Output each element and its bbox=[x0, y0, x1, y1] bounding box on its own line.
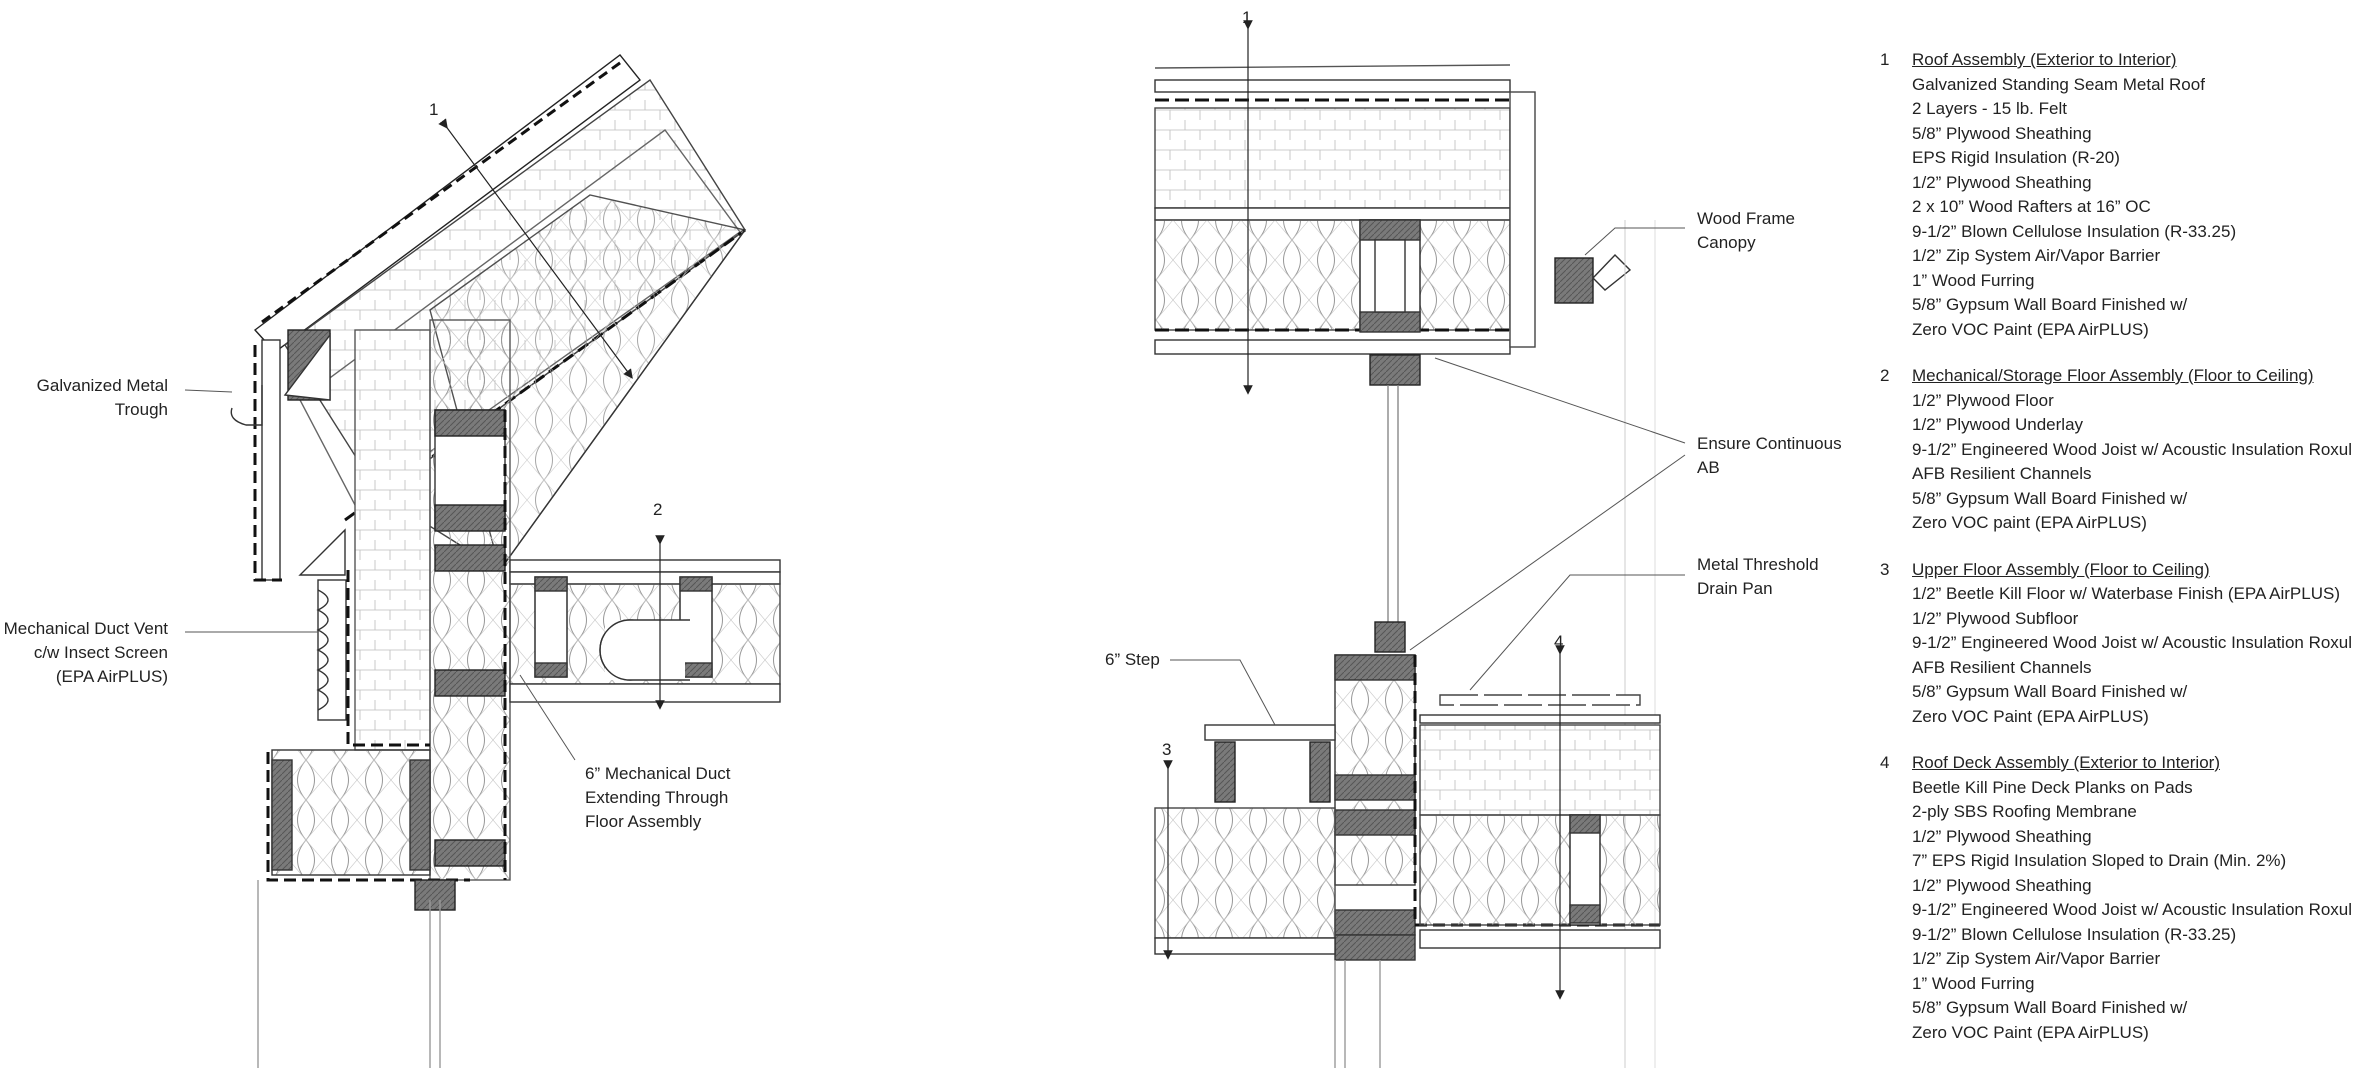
wall-insulation bbox=[429, 319, 511, 881]
label-galvanized-metal-trough: Galvanized Metal Trough bbox=[0, 374, 168, 422]
legend-item: 9-1/2” Engineered Wood Joist w/ Acoustic… bbox=[1912, 633, 2353, 652]
legend-item: EPS Rigid Insulation (R-20) bbox=[1912, 148, 2120, 167]
legend-item: 1/2” Zip System Air/Vapor Barrier bbox=[1912, 246, 2161, 265]
label-line: Wood Frame bbox=[1697, 209, 1795, 228]
gutter-trough bbox=[230, 385, 263, 426]
label-wood-frame-canopy: Wood Frame Canopy bbox=[1697, 207, 1795, 255]
legend-item: 5/8” Gypsum Wall Board Finished w/ bbox=[1912, 998, 2188, 1017]
legend-item: 1” Wood Furring bbox=[1912, 270, 2035, 290]
legend-title: Mechanical/Storage Floor Assembly (Floor… bbox=[1912, 366, 2314, 385]
upper-roof-assembly bbox=[1154, 64, 1536, 386]
legend-group-4: 4 Roof Deck Assembly (Exterior to Interi… bbox=[1880, 751, 2353, 1045]
label-line: Floor Assembly bbox=[585, 812, 702, 831]
legend-item: 9-1/2” Blown Cellulose Insulation (R-33.… bbox=[1912, 221, 2237, 241]
label-line: Drain Pan bbox=[1697, 579, 1773, 598]
label-line: (EPA AirPLUS) bbox=[55, 667, 168, 686]
roof-deck-assembly bbox=[1419, 694, 1661, 949]
legend-item: Zero VOC Paint (EPA AirPLUS) bbox=[1912, 319, 2149, 339]
upper-floor-assembly bbox=[1154, 724, 1336, 955]
label-6in-step: 6” Step bbox=[1105, 650, 1160, 669]
label-line: Trough bbox=[114, 400, 168, 419]
left-detail bbox=[184, 54, 781, 1068]
label-line: Galvanized Metal bbox=[36, 376, 168, 395]
legend-number: 1 bbox=[1880, 50, 1890, 69]
legend-item: 1” Wood Furring bbox=[1912, 973, 2035, 993]
legend-item: 5/8” Gypsum Wall Board Finished w/ bbox=[1912, 682, 2188, 701]
legend-item: 7” EPS Rigid Insulation Sloped to Drain … bbox=[1912, 851, 2287, 870]
legend-item: 5/8” Gypsum Wall Board Finished w/ bbox=[1912, 488, 2188, 508]
label-line: Ensure Continuous bbox=[1697, 434, 1842, 453]
legend-number: 4 bbox=[1880, 753, 1890, 772]
label-line: Extending Through bbox=[585, 788, 729, 807]
label-line: AB bbox=[1697, 458, 1720, 477]
label-line: Metal Threshold bbox=[1697, 555, 1819, 574]
legend-item: Galvanized Standing Seam Metal Roof bbox=[1912, 74, 2205, 94]
legend-group-1: 1 Roof Assembly (Exterior to Interior) G… bbox=[1880, 48, 2350, 342]
legend-item: Zero VOC Paint (EPA AirPLUS) bbox=[1912, 1022, 2149, 1042]
legend-item: 9-1/2” Blown Cellulose Insulation (R-33.… bbox=[1912, 924, 2237, 944]
legend-item: 1/2” Plywood Sheathing bbox=[1912, 172, 2092, 192]
wall-stud-cavity bbox=[354, 329, 431, 751]
legend-item: 1/2” Plywood Subfloor bbox=[1912, 608, 2079, 628]
legend-item: 1/2” Plywood Underlay bbox=[1912, 415, 2084, 434]
legend-item: 1/2” Plywood Floor bbox=[1912, 390, 2054, 410]
legend-item: 1/2” Plywood Sheathing bbox=[1912, 875, 2092, 895]
legend-group-3: 3 Upper Floor Assembly (Floor to Ceiling… bbox=[1880, 558, 2353, 730]
legend-item: 2 x 10” Wood Rafters at 16” OC bbox=[1912, 197, 2151, 216]
legend-item: 1/2” Zip System Air/Vapor Barrier bbox=[1912, 949, 2161, 968]
marker-3-right: 3 bbox=[1162, 740, 1172, 759]
label-mechanical-duct-extending: 6” Mechanical Duct Extending Through Flo… bbox=[585, 762, 731, 834]
legend-item: 5/8” Gypsum Wall Board Finished w/ bbox=[1912, 295, 2188, 314]
legend-item: Zero VOC Paint (EPA AirPLUS) bbox=[1912, 706, 2149, 726]
legend-item: 9-1/2” Engineered Wood Joist w/ Acoustic… bbox=[1912, 900, 2353, 919]
legend-item: Beetle Kill Pine Deck Planks on Pads bbox=[1912, 777, 2193, 797]
legend-item: 2-ply SBS Roofing Membrane bbox=[1912, 802, 2137, 821]
wood-frame-canopy bbox=[1554, 257, 1594, 304]
label-line: Mechanical Duct Vent bbox=[3, 619, 168, 638]
marker-4-right: 4 bbox=[1554, 632, 1564, 651]
right-detail bbox=[1154, 20, 1686, 1068]
legend-item: 2 Layers - 15 lb. Felt bbox=[1912, 99, 2067, 118]
legend-number: 2 bbox=[1880, 366, 1890, 385]
label-metal-threshold-drain-pan: Metal Threshold Drain Pan bbox=[1697, 553, 1819, 601]
label-line: Canopy bbox=[1697, 233, 1756, 252]
label-line: 6” Mechanical Duct bbox=[585, 764, 731, 783]
legend-number: 3 bbox=[1880, 559, 1890, 579]
label-ensure-continuous-ab: Ensure Continuous AB bbox=[1697, 432, 1842, 480]
label-line: c/w Insect Screen bbox=[33, 643, 168, 662]
marker-1-left: 1 bbox=[429, 100, 439, 119]
legend-title: Upper Floor Assembly (Floor to Ceiling) bbox=[1912, 559, 2210, 579]
marker-1-right: 1 bbox=[1242, 8, 1252, 27]
label-mechanical-duct-vent: Mechanical Duct Vent c/w Insect Screen (… bbox=[0, 617, 168, 689]
legend-item: Zero VOC paint (EPA AirPLUS) bbox=[1912, 513, 2147, 532]
legend-item: 9-1/2” Engineered Wood Joist w/ Acoustic… bbox=[1912, 439, 2353, 459]
lower-wall-box bbox=[271, 749, 431, 876]
legend-item: AFB Resilient Channels bbox=[1912, 657, 2092, 677]
legend-group-2: 2 Mechanical/Storage Floor Assembly (Flo… bbox=[1880, 364, 2353, 536]
legend-item: 1/2” Plywood Sheathing bbox=[1912, 826, 2092, 846]
legend-title: Roof Deck Assembly (Exterior to Interior… bbox=[1912, 753, 2220, 772]
legend-title: Roof Assembly (Exterior to Interior) bbox=[1912, 50, 2177, 69]
mech-floor-assembly bbox=[509, 559, 781, 703]
legend-item: 1/2” Beetle Kill Floor w/ Waterbase Fini… bbox=[1912, 584, 2340, 603]
marker-2-left: 2 bbox=[653, 500, 663, 519]
assembly-legend: 1 Roof Assembly (Exterior to Interior) G… bbox=[1880, 48, 2353, 1067]
legend-item: AFB Resilient Channels bbox=[1912, 464, 2092, 483]
duct-vent bbox=[317, 579, 347, 721]
legend-item: 5/8” Plywood Sheathing bbox=[1912, 123, 2092, 143]
